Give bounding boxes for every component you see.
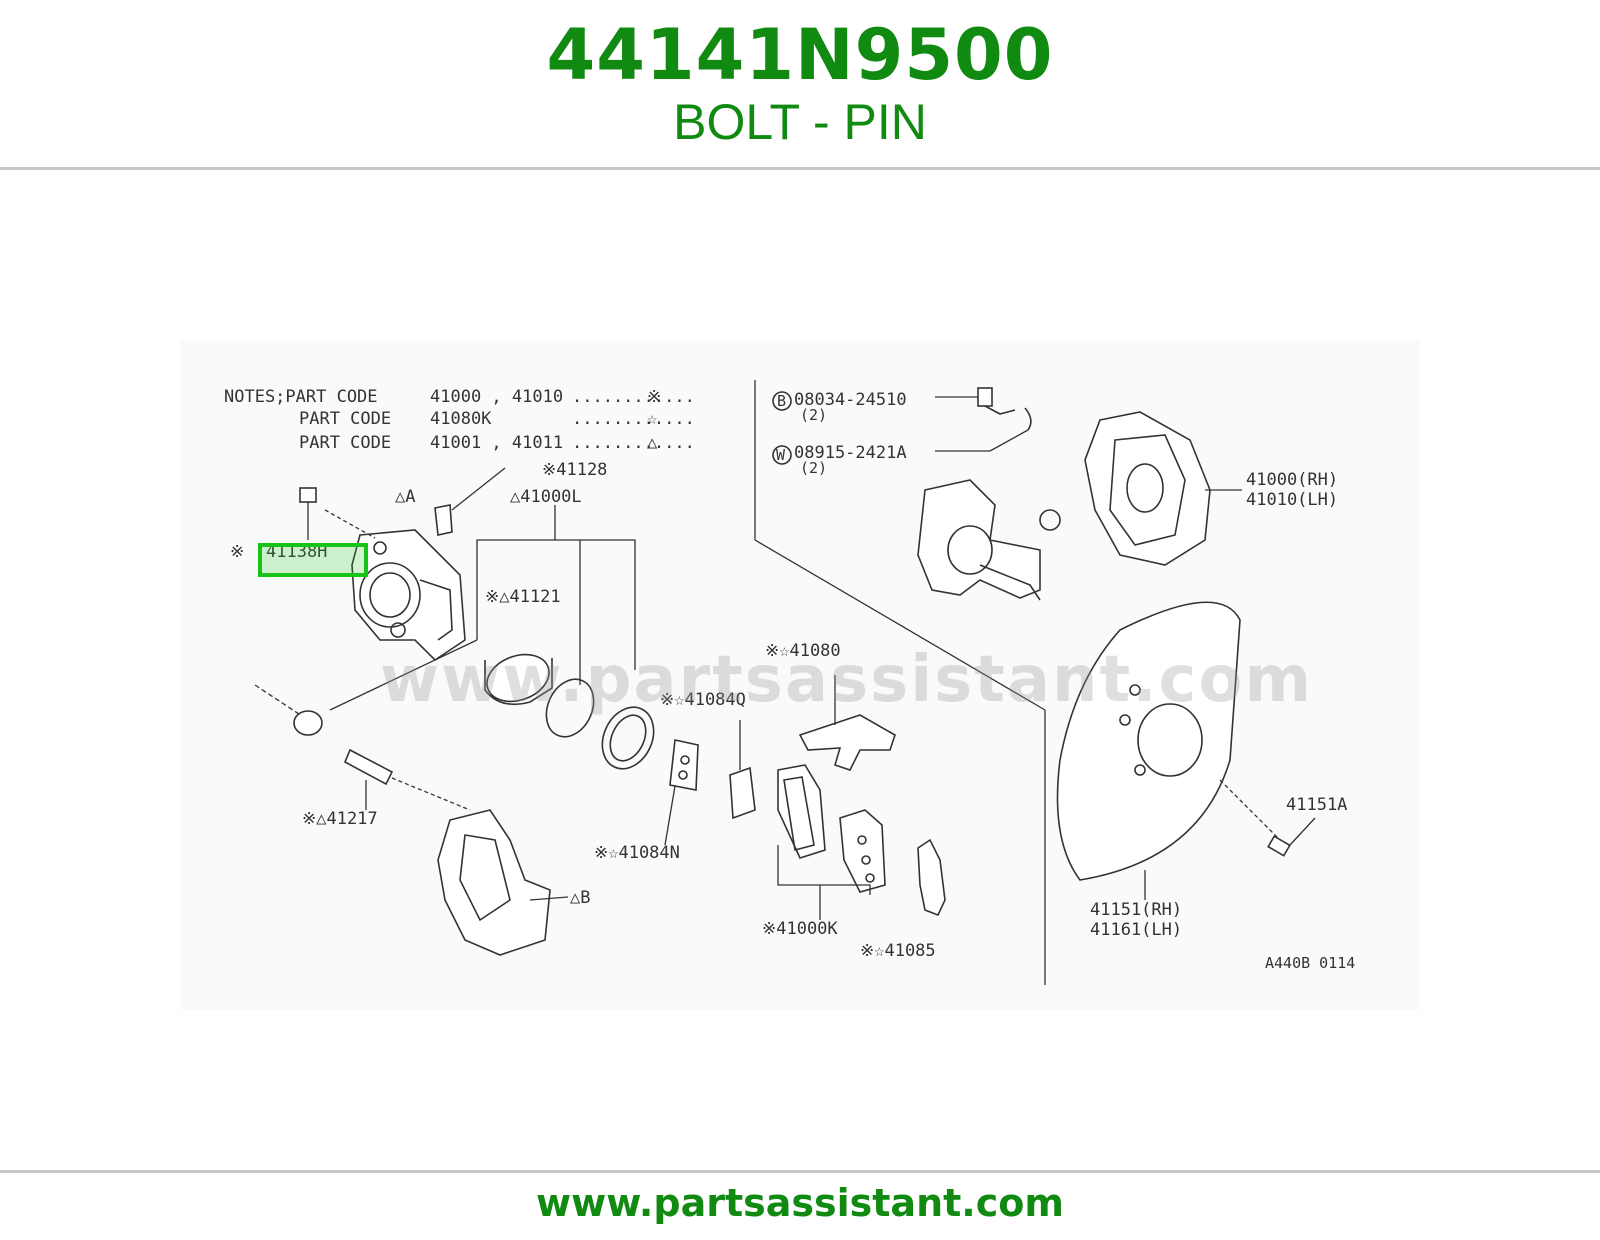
note-1-symbol: ※	[647, 387, 661, 407]
torque-member-drawing	[437, 809, 569, 956]
callout-41151-rh: 41151(RH)	[1090, 900, 1182, 920]
callout-08915-2421a: 08915-2421A	[794, 443, 907, 463]
dust-seal-drawing	[601, 706, 655, 770]
callout-41121: ※△41121	[485, 587, 561, 607]
callout-41084q: ※☆41084Q	[660, 690, 746, 710]
header: 44141N9500 BOLT - PIN	[0, 0, 1600, 170]
callout-41161-lh: 41161(LH)	[1090, 920, 1182, 940]
callout-41000-rh: 41000(RH)	[1246, 470, 1338, 490]
pad-spring-drawing	[798, 675, 896, 771]
guide-pin-drawing	[343, 748, 471, 811]
brake-pad-outer-drawing	[839, 809, 886, 893]
callout-08034-24510: 08034-24510	[794, 390, 907, 410]
callout-41151a: 41151A	[1286, 795, 1347, 815]
callout-b: △B	[570, 888, 590, 908]
bleeder-screw-drawing	[434, 467, 506, 536]
part-name-subtitle: BOLT - PIN	[673, 94, 927, 150]
part-number-title: 44141N9500	[546, 14, 1054, 96]
callout-41128: ※41128	[542, 460, 607, 480]
note-2-label: PART CODE	[299, 409, 391, 429]
header-divider	[0, 167, 1600, 170]
callout-41000l: △41000L	[510, 487, 582, 507]
note-1-codes: 41000 , 41010	[430, 387, 563, 407]
bolt-08034-drawing	[935, 387, 1016, 415]
footer-website-link[interactable]: www.partsassistant.com	[536, 1181, 1064, 1225]
note-2-codes: 41080K	[430, 409, 492, 429]
caliper-assembly-rh-drawing	[1084, 411, 1242, 566]
note-1-dots: ............	[572, 387, 695, 407]
callout-a: △A	[395, 487, 415, 507]
note-1-label: NOTES;PART CODE	[224, 387, 378, 407]
parts-diagram: NOTES;PART CODE 41000 , 41010 ..........…	[180, 340, 1420, 1010]
callout-41138h: 41138H	[266, 542, 327, 562]
callout-41138h-prefix: ※	[230, 542, 244, 562]
parts-diagram-svg: NOTES;PART CODE 41000 , 41010 ..........…	[224, 380, 1355, 985]
callout-41000k: ※41000K	[762, 919, 838, 939]
caliper-body-drawing	[351, 529, 466, 662]
anti-squeal-clip-drawing	[917, 838, 946, 917]
shim-41084n-drawing	[664, 720, 756, 846]
steering-knuckle-drawing	[917, 479, 1061, 601]
brake-pad-inner-drawing	[777, 764, 826, 859]
b-mark-circle	[772, 391, 792, 411]
callout-41084n: ※☆41084N	[594, 843, 680, 863]
pin-bolt-drawing	[299, 487, 376, 540]
piston-seal-drawing	[545, 678, 595, 738]
washer-08915-drawing	[935, 407, 1032, 452]
note-3-label: PART CODE	[299, 433, 391, 453]
note-3-codes: 41001 , 41011	[430, 433, 563, 453]
drawing-code: A440B 0114	[1265, 954, 1355, 972]
w-mark-circle	[772, 445, 792, 465]
note-2-dots: ............	[572, 409, 695, 429]
callout-41085: ※☆41085	[860, 941, 936, 961]
piston-drawing	[484, 653, 553, 706]
note-2-symbol: ☆	[647, 409, 657, 429]
highlighted-part-41138h[interactable]	[258, 543, 368, 577]
watermark-text: www.partsassistant.com	[380, 643, 1314, 717]
callout-41217: ※△41217	[302, 809, 378, 829]
shim-41084q-drawing	[669, 739, 699, 791]
separator-line-diagonal	[754, 539, 1046, 711]
callout-41080: ※☆41080	[765, 641, 841, 661]
note-3-dots: ............	[572, 433, 695, 453]
dust-cover-drawing	[1056, 601, 1316, 900]
footer-divider	[0, 1170, 1600, 1173]
callout-08915-qty: (2)	[800, 459, 827, 477]
sleeve-drawing	[254, 684, 323, 736]
w-mark: W	[776, 446, 786, 464]
notes-block: NOTES;PART CODE 41000 , 41010 ..........…	[224, 387, 695, 453]
callout-41010-lh: 41010(LH)	[1246, 490, 1338, 510]
note-3-symbol: △	[647, 433, 658, 453]
b-mark: B	[777, 392, 786, 410]
callout-08034-qty: (2)	[800, 406, 827, 424]
